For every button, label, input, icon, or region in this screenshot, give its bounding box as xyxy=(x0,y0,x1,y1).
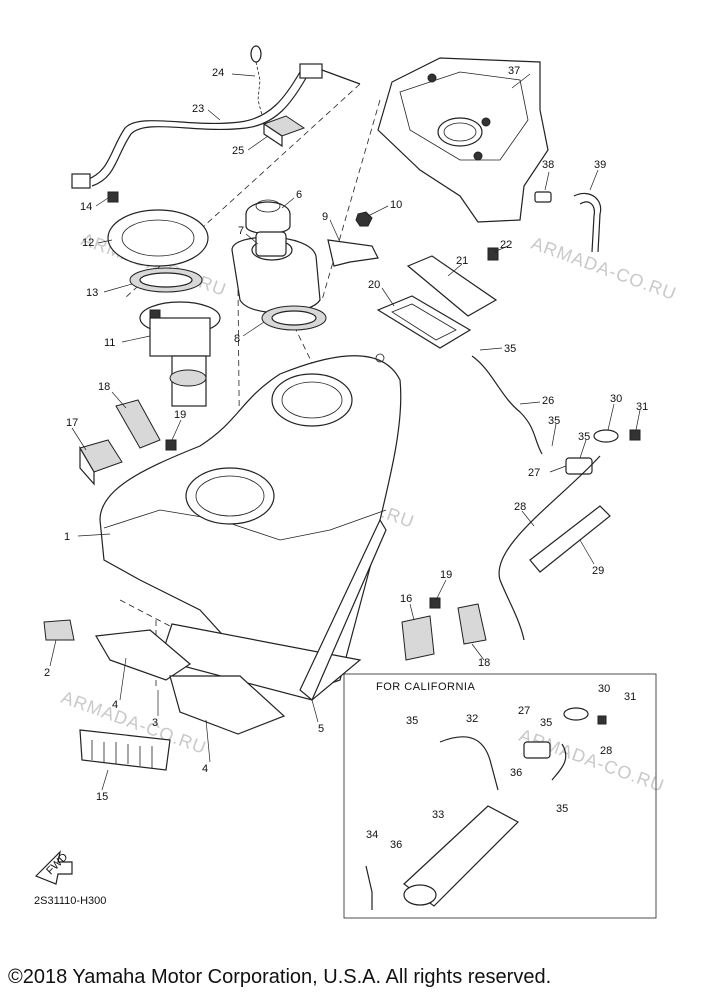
bolt-22 xyxy=(487,247,499,261)
bolt-19b xyxy=(429,597,441,609)
guard-4a xyxy=(95,629,191,681)
callout-9: 9 xyxy=(322,211,328,223)
callout-12: 12 xyxy=(82,237,94,249)
callout-4: 4 xyxy=(202,763,208,775)
clamp-30 xyxy=(593,429,619,443)
callout-19: 19 xyxy=(440,569,452,581)
copyright-notice: ©2018 Yamaha Motor Corporation, U.S.A. A… xyxy=(8,966,552,988)
callout-2: 2 xyxy=(44,667,50,679)
valve-27 xyxy=(565,457,593,475)
callout-19: 19 xyxy=(174,409,186,421)
cover-29 xyxy=(529,505,611,573)
cap-6 xyxy=(245,199,291,235)
callout-18: 18 xyxy=(98,381,110,393)
callout-25: 25 xyxy=(232,145,244,157)
callout-27: 27 xyxy=(518,705,530,717)
callout-27: 27 xyxy=(528,467,540,479)
callout-35: 35 xyxy=(578,431,590,443)
callout-18: 18 xyxy=(478,657,490,669)
callout-30: 30 xyxy=(598,683,610,695)
callout-17: 17 xyxy=(66,417,78,429)
callout-39: 39 xyxy=(594,159,606,171)
callout-37: 37 xyxy=(508,65,520,77)
fuel-hose-23 xyxy=(71,63,361,189)
callout-29: 29 xyxy=(592,565,604,577)
hose-26 xyxy=(471,355,543,455)
callout-30: 30 xyxy=(610,393,622,405)
callout-24: 24 xyxy=(212,67,224,79)
callout-7: 7 xyxy=(238,225,244,237)
callout-3: 3 xyxy=(152,717,158,729)
callout-35: 35 xyxy=(540,717,552,729)
bracket-25 xyxy=(262,115,306,148)
callout-13: 13 xyxy=(86,287,98,299)
callout-36: 36 xyxy=(390,839,402,851)
callout-31: 31 xyxy=(624,691,636,703)
bolt-31 xyxy=(629,429,641,441)
filler-neck-7 xyxy=(231,231,321,314)
fuel-pump-11 xyxy=(139,301,221,407)
inset-callouts: 27 28 30 31 32 33 34 35 35 35 36 36 xyxy=(366,683,636,851)
callout-31: 31 xyxy=(636,401,648,413)
callout-33: 33 xyxy=(432,809,444,821)
fitting-38 xyxy=(534,191,552,203)
cover-37 xyxy=(377,57,549,223)
plate-21 xyxy=(406,255,498,317)
bolt-19 xyxy=(165,439,177,451)
gasket-8 xyxy=(261,305,327,331)
callout-23: 23 xyxy=(192,103,204,115)
panel-5 xyxy=(299,518,387,701)
callout-28: 28 xyxy=(514,501,526,513)
callout-22: 22 xyxy=(500,239,512,251)
callout-28: 28 xyxy=(600,745,612,757)
callout-8: 8 xyxy=(234,333,240,345)
strap-24 xyxy=(250,45,263,116)
fwd-arrow: FWD xyxy=(34,850,73,885)
inset-title: FOR CALIFORNIA xyxy=(376,681,475,693)
bracket-17 xyxy=(79,439,123,486)
nut-10 xyxy=(355,211,373,227)
flange-12 xyxy=(107,209,209,267)
callout-36: 36 xyxy=(510,767,522,779)
bracket-9 xyxy=(327,239,379,267)
callout-4: 4 xyxy=(112,699,118,711)
pad-15 xyxy=(79,729,171,771)
hose-28 xyxy=(498,455,601,641)
callout-35: 35 xyxy=(556,803,568,815)
callout-14: 14 xyxy=(80,201,92,213)
callout-21: 21 xyxy=(456,255,468,267)
callout-11: 11 xyxy=(104,337,115,349)
watermark: ARMADA-CO.RU xyxy=(517,725,668,796)
plate-20 xyxy=(376,295,472,349)
damper-18 xyxy=(115,399,161,449)
fuel-tank-1 xyxy=(99,353,402,695)
callouts: 1 2 3 4 4 5 6 7 8 9 10 11 12 13 14 15 16… xyxy=(44,65,648,803)
callout-35: 35 xyxy=(406,715,418,727)
guard-4b xyxy=(169,675,286,735)
bolt-14 xyxy=(107,191,119,203)
callout-38: 38 xyxy=(542,159,554,171)
callout-1: 1 xyxy=(64,531,70,543)
callout-26: 26 xyxy=(542,395,554,407)
california-inset: FOR CALIFORNIA xyxy=(343,673,657,919)
bracket-16 xyxy=(401,615,435,661)
callout-34: 34 xyxy=(366,829,378,841)
callout-32: 32 xyxy=(466,713,478,725)
callout-15: 15 xyxy=(96,791,108,803)
callout-20: 20 xyxy=(368,279,380,291)
callout-16: 16 xyxy=(400,593,412,605)
callout-35: 35 xyxy=(548,415,560,427)
damper-18b xyxy=(457,603,487,645)
callout-6: 6 xyxy=(296,189,302,201)
callout-10: 10 xyxy=(390,199,402,211)
callout-35: 35 xyxy=(504,343,516,355)
callout-5: 5 xyxy=(318,723,324,735)
hose-39 xyxy=(573,192,602,253)
watermark: ARMADA-CO.RU xyxy=(529,233,680,304)
leader-lines xyxy=(49,73,641,791)
gasket-13 xyxy=(129,267,203,293)
pad-2 xyxy=(43,619,75,641)
diagram-code: 2S31110-H300 xyxy=(34,895,106,907)
